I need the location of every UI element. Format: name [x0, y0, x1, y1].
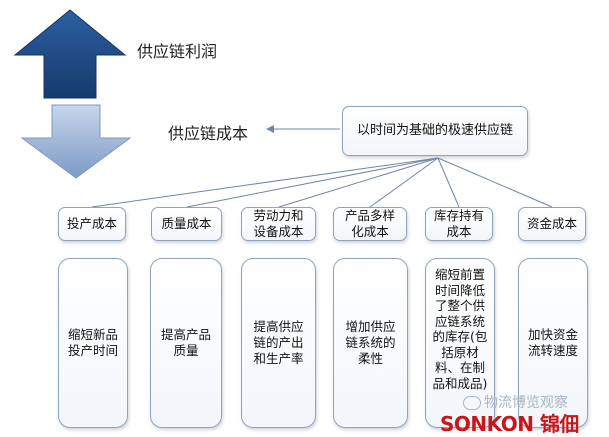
category-box-4: 产品多样 化成本	[333, 207, 407, 241]
detail-text: 缩短新品 投产时间	[67, 327, 118, 358]
detail-box-2: 提高产品 质量	[150, 258, 222, 428]
fan-line-6	[437, 157, 553, 208]
category-box-5: 库存持有 成本	[425, 207, 493, 241]
detail-text: 提高供应 链的产出 和生产率	[253, 319, 304, 366]
connector-arrowhead	[266, 125, 274, 133]
detail-box-1: 缩短新品 投产时间	[58, 258, 128, 428]
center-box: 以时间为基础的极速供应链	[342, 106, 528, 156]
fan-line-3	[278, 157, 439, 208]
watermark-text: 物流博览观察	[484, 395, 568, 411]
profit-up-arrow	[13, 9, 127, 99]
detail-text: 提高产品 质量	[160, 327, 211, 358]
detail-box-3: 提高供应 链的产出 和生产率	[241, 258, 316, 428]
center-box-label: 以时间为基础的极速供应链	[356, 123, 513, 138]
detail-text: 增加供应 链系统的 柔性	[345, 319, 396, 366]
brand-logo: SONKON 锦佃	[440, 412, 579, 436]
category-label: 库存持有 成本	[433, 208, 484, 239]
fan-line-5	[437, 157, 460, 208]
category-label: 产品多样 化成本	[344, 208, 395, 239]
wechat-icon	[463, 396, 481, 410]
profit-label: 供应链利润	[137, 42, 218, 61]
category-box-2: 质量成本	[151, 207, 222, 241]
category-box-3: 劳动力和 设备成本	[241, 207, 316, 241]
detail-text: 缩短前置 时间降低 了整个供 应链系统 的库存(包 括原材 料、在制 品和成品)	[432, 267, 488, 391]
detail-box-4: 增加供应 链系统的 柔性	[333, 258, 408, 428]
detail-box-6: 加快资金 流转速度	[518, 258, 588, 428]
watermark: 物流博览观察	[463, 392, 568, 412]
category-label: 资金成本	[526, 216, 577, 231]
cost-down-arrow	[20, 104, 132, 179]
category-box-1: 投产成本	[58, 207, 126, 241]
detail-box-5: 缩短前置 时间降低 了整个供 应链系统 的库存(包 括原材 料、在制 品和成品)	[425, 258, 495, 428]
fan-line-1	[91, 157, 439, 208]
fan-lines	[91, 157, 553, 208]
cost-label: 供应链成本	[168, 124, 249, 143]
fan-line-4	[369, 157, 439, 208]
category-label: 劳动力和 设备成本	[253, 208, 304, 239]
category-box-6: 资金成本	[518, 207, 586, 241]
fan-line-2	[186, 157, 439, 208]
category-label: 投产成本	[66, 216, 117, 231]
detail-text: 加快资金 流转速度	[527, 327, 578, 358]
category-label: 质量成本	[161, 216, 212, 231]
